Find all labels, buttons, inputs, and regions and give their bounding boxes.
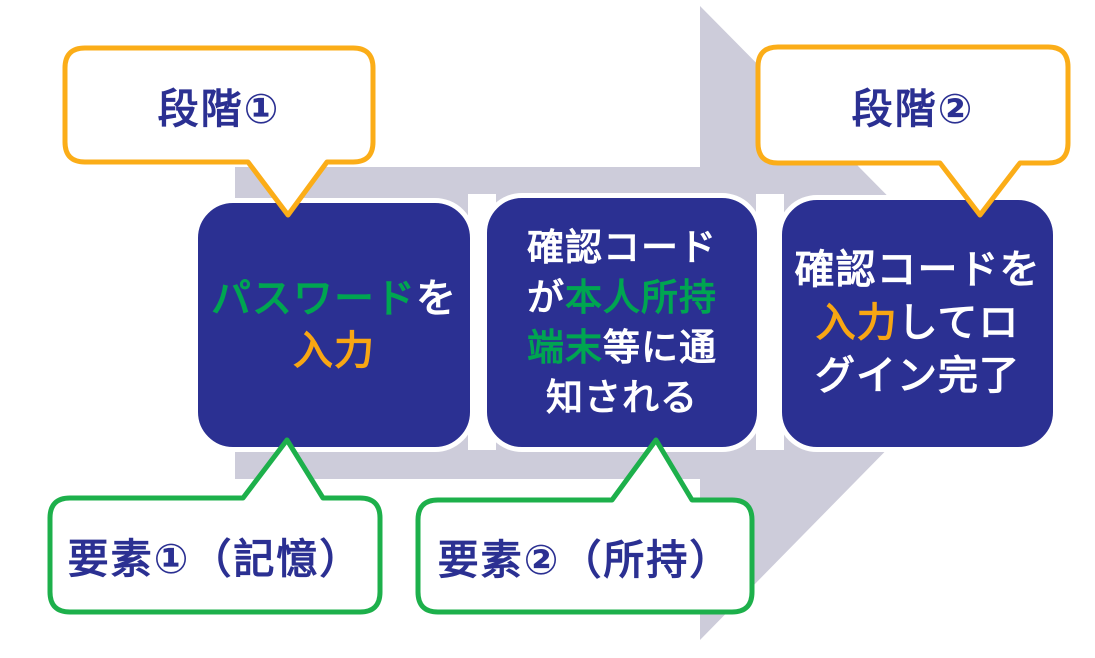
step-text-segment: が (527, 276, 565, 318)
step-text-segment: 確認コードを (794, 248, 1041, 292)
step-box-code-notification: 確認コードが本人所持端末等に通知される (482, 193, 762, 452)
callout-factor-2-bubble (415, 437, 755, 615)
step-text-segment: を (416, 277, 457, 321)
step-box-code-entry-login: 確認コードを入力してログイン完了 (777, 195, 1058, 452)
step-text-segment: 確認コード (527, 226, 717, 268)
step-text-line: が本人所持 (527, 273, 717, 323)
callout-stage-1-label: 段階① (157, 86, 281, 132)
step-text-segment: 端末 (527, 326, 603, 368)
step-text-line: 入力 (293, 325, 375, 377)
step-text-segment: 入力 (293, 329, 375, 373)
callout-stage-2-bubble (755, 44, 1071, 218)
step-text-line: 知される (546, 373, 698, 423)
step-text-segment: 入力 (815, 301, 898, 345)
callout-factor-1-label: 要素①（記憶） (67, 536, 363, 582)
callout-factor-1-bubble (47, 437, 383, 615)
step-text-segment: グイン完了 (815, 354, 1020, 398)
step-text-line: 確認コードを (795, 244, 1041, 297)
callout-stage-2-label: 段階② (851, 86, 975, 132)
step-text-segment: 等に通 (603, 326, 717, 368)
callout-factor-2-label: 要素②（所持） (437, 537, 733, 583)
callout-stage-1-bubble (62, 45, 376, 218)
step-text-line: パスワードを (211, 273, 457, 325)
step-text-line: グイン完了 (815, 350, 1020, 403)
step-text-segment: 本人所持 (565, 276, 717, 318)
step-box-password-entry: パスワードを入力 (193, 198, 475, 452)
step-text-line: 入力してロ (816, 297, 1020, 350)
step-text-segment: 知される (546, 376, 698, 418)
step-text-segment: してロ (897, 301, 1020, 345)
step-text-segment: パスワード (211, 277, 416, 321)
step-text-line: 端末等に通 (527, 323, 717, 373)
step-text-line: 確認コード (527, 223, 717, 273)
